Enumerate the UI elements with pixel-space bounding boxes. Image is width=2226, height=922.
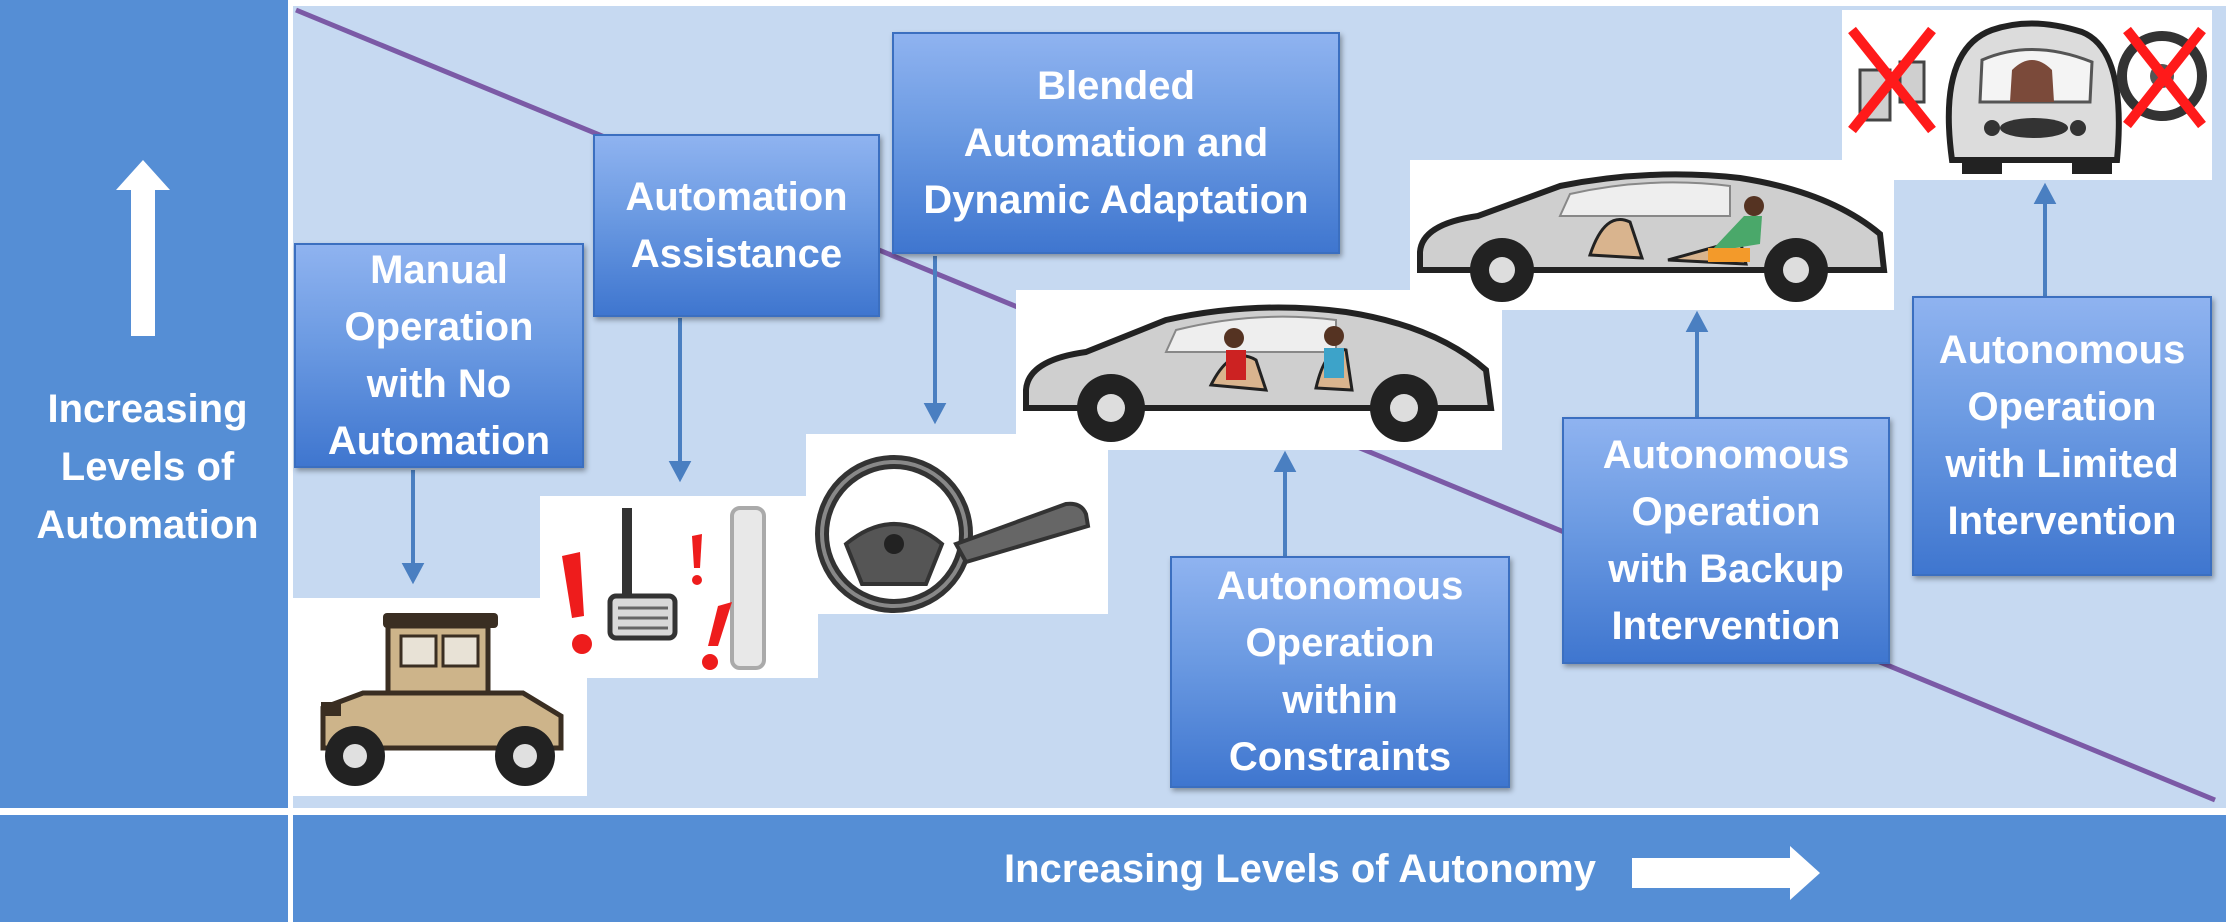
vertical-axis-label: Increasing Levels of Automation <box>36 387 259 547</box>
horizontal-axis-label: Increasing Levels of Autonomy <box>1004 847 1596 891</box>
level-label-assistance: Automation Assistance <box>593 134 880 317</box>
connector-constraints <box>1273 450 1297 556</box>
automation-axis-band <box>0 0 288 808</box>
level-label-blended: Blended Automation and Dynamic Adaptatio… <box>892 32 1340 254</box>
connector-blended <box>923 256 947 425</box>
corner-band <box>0 815 288 922</box>
autonomy-axis-band <box>293 815 2226 922</box>
steering-wheel-icon <box>806 434 1108 614</box>
level-label-manual: Manual Operation with No Automation <box>294 243 584 468</box>
level-label-backup: Autonomous Operation with Backup Interve… <box>1562 417 1890 664</box>
up-arrow-icon <box>116 160 170 336</box>
car-facing-seats-icon <box>1016 290 1502 450</box>
connector-backup <box>1685 310 1709 417</box>
car-reclined-passenger-icon <box>1410 160 1894 310</box>
connector-assistance <box>668 318 692 483</box>
connector-manual <box>401 470 425 585</box>
level-label-constraints: Autonomous Operation within Constraints <box>1170 556 1510 788</box>
pedals-warning-icon <box>540 496 818 678</box>
connector-limited <box>2033 182 2057 296</box>
right-arrow-icon <box>1632 846 1820 900</box>
self-driving-pod-icon <box>1842 10 2212 180</box>
level-label-limited: Autonomous Operation with Limited Interv… <box>1912 296 2212 576</box>
model-t-car-icon <box>293 598 587 796</box>
